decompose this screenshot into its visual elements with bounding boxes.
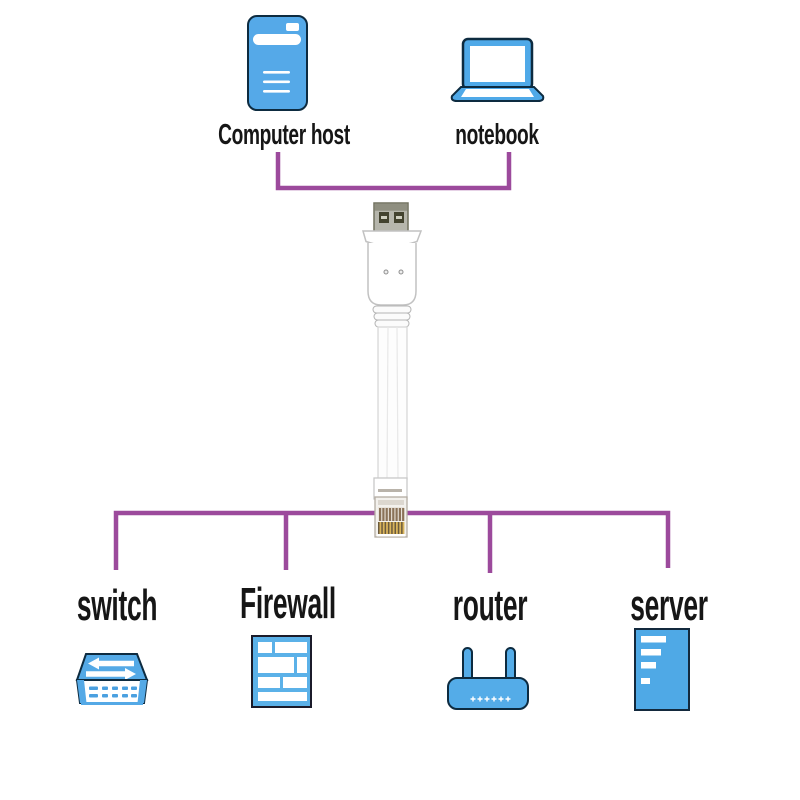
rj45-plug	[373, 477, 408, 538]
switch-label: switch	[76, 581, 158, 630]
notebook-label: notebook	[455, 119, 539, 151]
arrow-right-icon	[86, 668, 136, 680]
usb-plug	[362, 202, 423, 328]
server-label: server	[630, 581, 708, 630]
computer-host-label: Computer host	[218, 119, 350, 151]
computer-host-icon	[247, 15, 308, 111]
top-connector-line	[275, 152, 512, 191]
router-icon	[447, 647, 529, 710]
flat-cable	[377, 326, 408, 480]
server-icon	[634, 628, 690, 711]
arrow-left-icon	[88, 657, 134, 670]
usb-console-cable	[362, 202, 423, 538]
router-label: router	[452, 581, 528, 630]
firewall-label: Firewall	[240, 579, 336, 628]
firewall-icon	[251, 635, 312, 708]
notebook-icon	[450, 37, 545, 102]
switch-icon	[75, 653, 149, 705]
